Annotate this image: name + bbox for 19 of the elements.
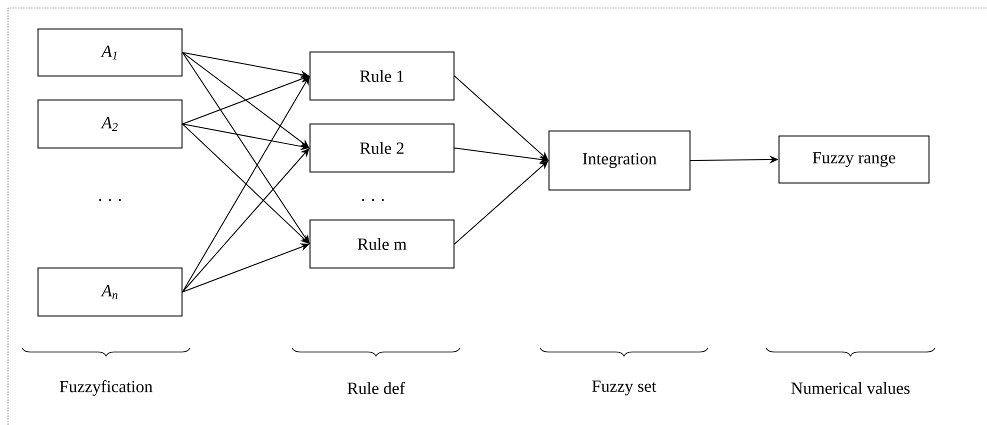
process-box: A$_{n}$ (38, 268, 183, 316)
process-box: Rule m (310, 219, 454, 268)
group-label: Fuzzyfication (60, 380, 152, 396)
ellipsis: . . . (99, 198, 121, 201)
arrow (182, 124, 310, 244)
arrow (182, 52, 310, 148)
process-box: Rule 2 (310, 124, 454, 172)
group-label: Fuzzy set (592, 380, 656, 396)
group-label: Numerical values (791, 382, 910, 394)
ellipsis: . . . (362, 198, 384, 201)
arrow (454, 160, 548, 244)
process-box: A$_{2}$ (38, 100, 183, 148)
process-box: A$_{1}$ (38, 28, 183, 76)
process-box: Fuzzy range (778, 136, 930, 184)
arrow (454, 76, 548, 160)
process-box: Integration (548, 130, 690, 190)
process-box: Rule 1 (310, 52, 454, 100)
arrow (182, 148, 310, 292)
group-label: Rule def (347, 382, 406, 394)
